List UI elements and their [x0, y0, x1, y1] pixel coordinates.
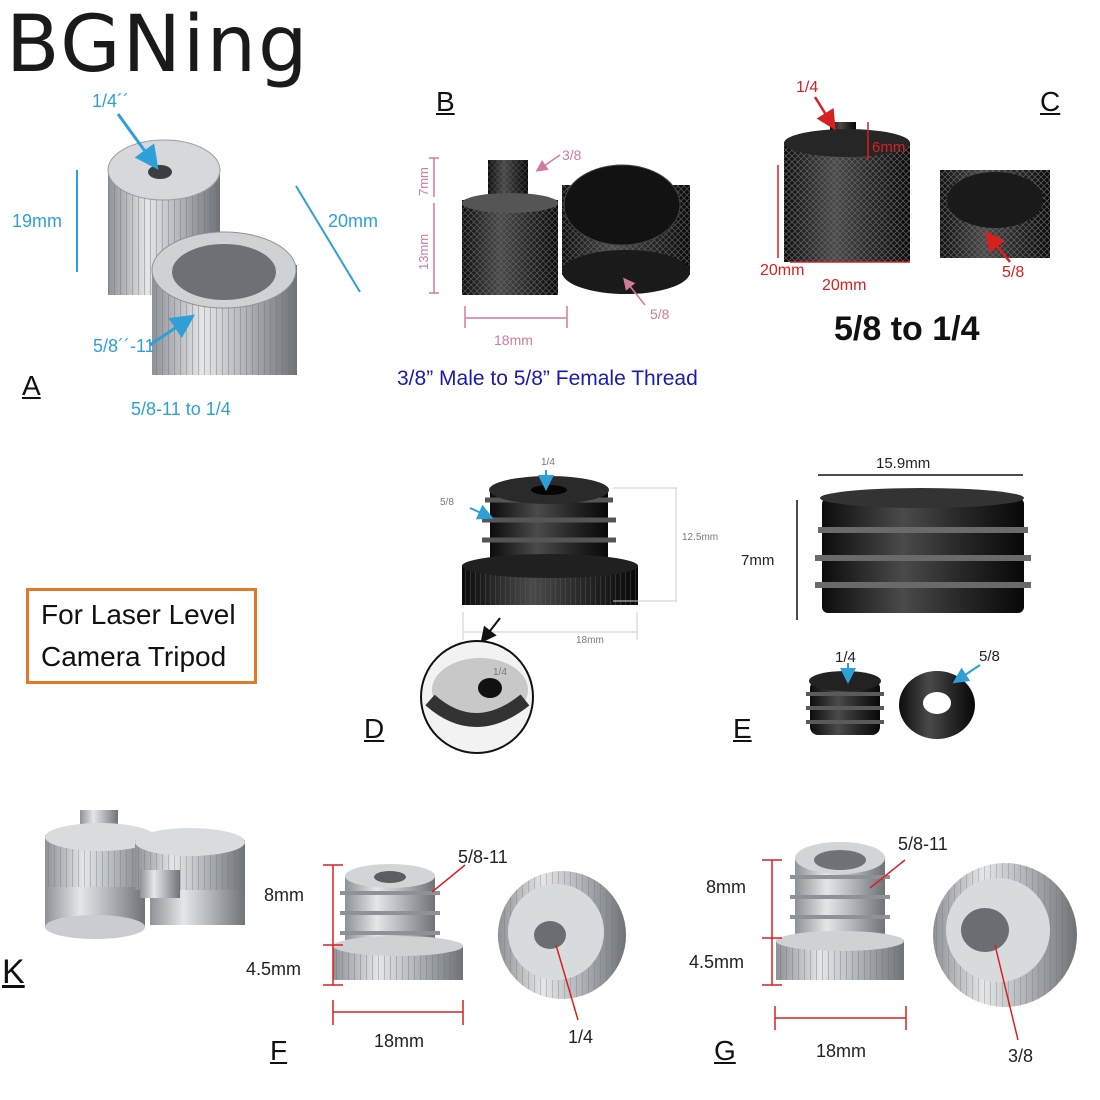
panel-c-width: 20mm — [822, 277, 867, 294]
panel-f-thread-label: 5/8-11 — [458, 847, 508, 867]
panel-f-adapters — [323, 864, 626, 1025]
panel-g-thread-label: 5/8-11 — [898, 834, 948, 854]
panel-a-letter: A — [22, 370, 41, 401]
panel-a-height: 19mm — [12, 211, 63, 231]
panel-f-letter: F — [270, 1035, 288, 1066]
panel-b-width: 18mm — [494, 332, 533, 348]
brand-logo: BGNing — [6, 0, 310, 90]
panel-c-female-label: 5/8 — [1002, 264, 1025, 281]
panel-d-side-label: 5/8 — [440, 497, 454, 508]
panel-d-width: 18mm — [576, 635, 604, 646]
panel-g-adapters — [762, 842, 1077, 1041]
panel-e-adapters — [796, 474, 1031, 739]
panel-a-top-label: 1/4´´ — [92, 91, 130, 111]
panel-g-upper-height: 8mm — [706, 877, 746, 897]
panel-c-height: 20mm — [760, 262, 805, 279]
panel-d-letter: D — [364, 713, 385, 744]
panel-c-adapters — [777, 96, 1050, 263]
panel-d-inset-label: 1/4 — [493, 667, 507, 678]
panel-g-lower-height: 4.5mm — [689, 952, 745, 972]
panel-d-height: 12.5mm — [682, 532, 719, 543]
panel-b-caption: 3/8” Male to 5/8” Female Thread — [397, 367, 698, 390]
panel-a-adapters — [76, 113, 361, 375]
panel-e-height: 7mm — [741, 552, 775, 569]
panel-e-large-label: 5/8 — [979, 648, 1000, 665]
panel-c-letter: C — [1040, 86, 1061, 117]
panel-b-upper-height: 7mm — [416, 167, 431, 196]
panel-a-bottom-label: 5/8´´-11 — [93, 336, 155, 356]
panel-f-width: 18mm — [374, 1031, 425, 1051]
panel-b-letter: B — [436, 86, 455, 117]
panel-b-lower-height: 13mm — [416, 233, 431, 270]
panel-c-stud-height: 6mm — [872, 139, 906, 156]
panel-a-diameter: 20mm — [328, 211, 379, 231]
panel-f-upper-height: 8mm — [264, 885, 304, 905]
panel-f-lower-height: 4.5mm — [246, 959, 302, 979]
callout-line-1: For Laser Level — [41, 599, 236, 630]
panel-g-width: 18mm — [816, 1041, 867, 1061]
panel-g-female-label: 3/8 — [1008, 1046, 1034, 1066]
panel-k-letter: K — [2, 953, 25, 991]
callout-line-2: Camera Tripod — [41, 641, 227, 672]
panel-g-letter: G — [714, 1035, 736, 1066]
panel-d-adapter — [420, 470, 677, 754]
panel-k-adapters — [45, 810, 245, 939]
panel-f-female-label: 1/4 — [568, 1027, 594, 1047]
panel-c-caption: 5/8 to 1/4 — [834, 310, 980, 348]
panel-e-width: 15.9mm — [876, 455, 931, 472]
usage-callout: For Laser Level Camera Tripod — [26, 588, 257, 684]
panel-c-top-label: 1/4 — [796, 79, 819, 96]
panel-b-adapters — [429, 154, 690, 328]
panel-a-caption: 5/8-11 to 1/4 — [131, 399, 231, 419]
panel-b-male-label: 3/8 — [562, 147, 582, 163]
panel-e-small-label: 1/4 — [835, 649, 856, 666]
panel-e-letter: E — [733, 713, 752, 744]
panel-d-top-label: 1/4 — [541, 457, 555, 468]
panel-b-female-label: 5/8 — [650, 306, 670, 322]
